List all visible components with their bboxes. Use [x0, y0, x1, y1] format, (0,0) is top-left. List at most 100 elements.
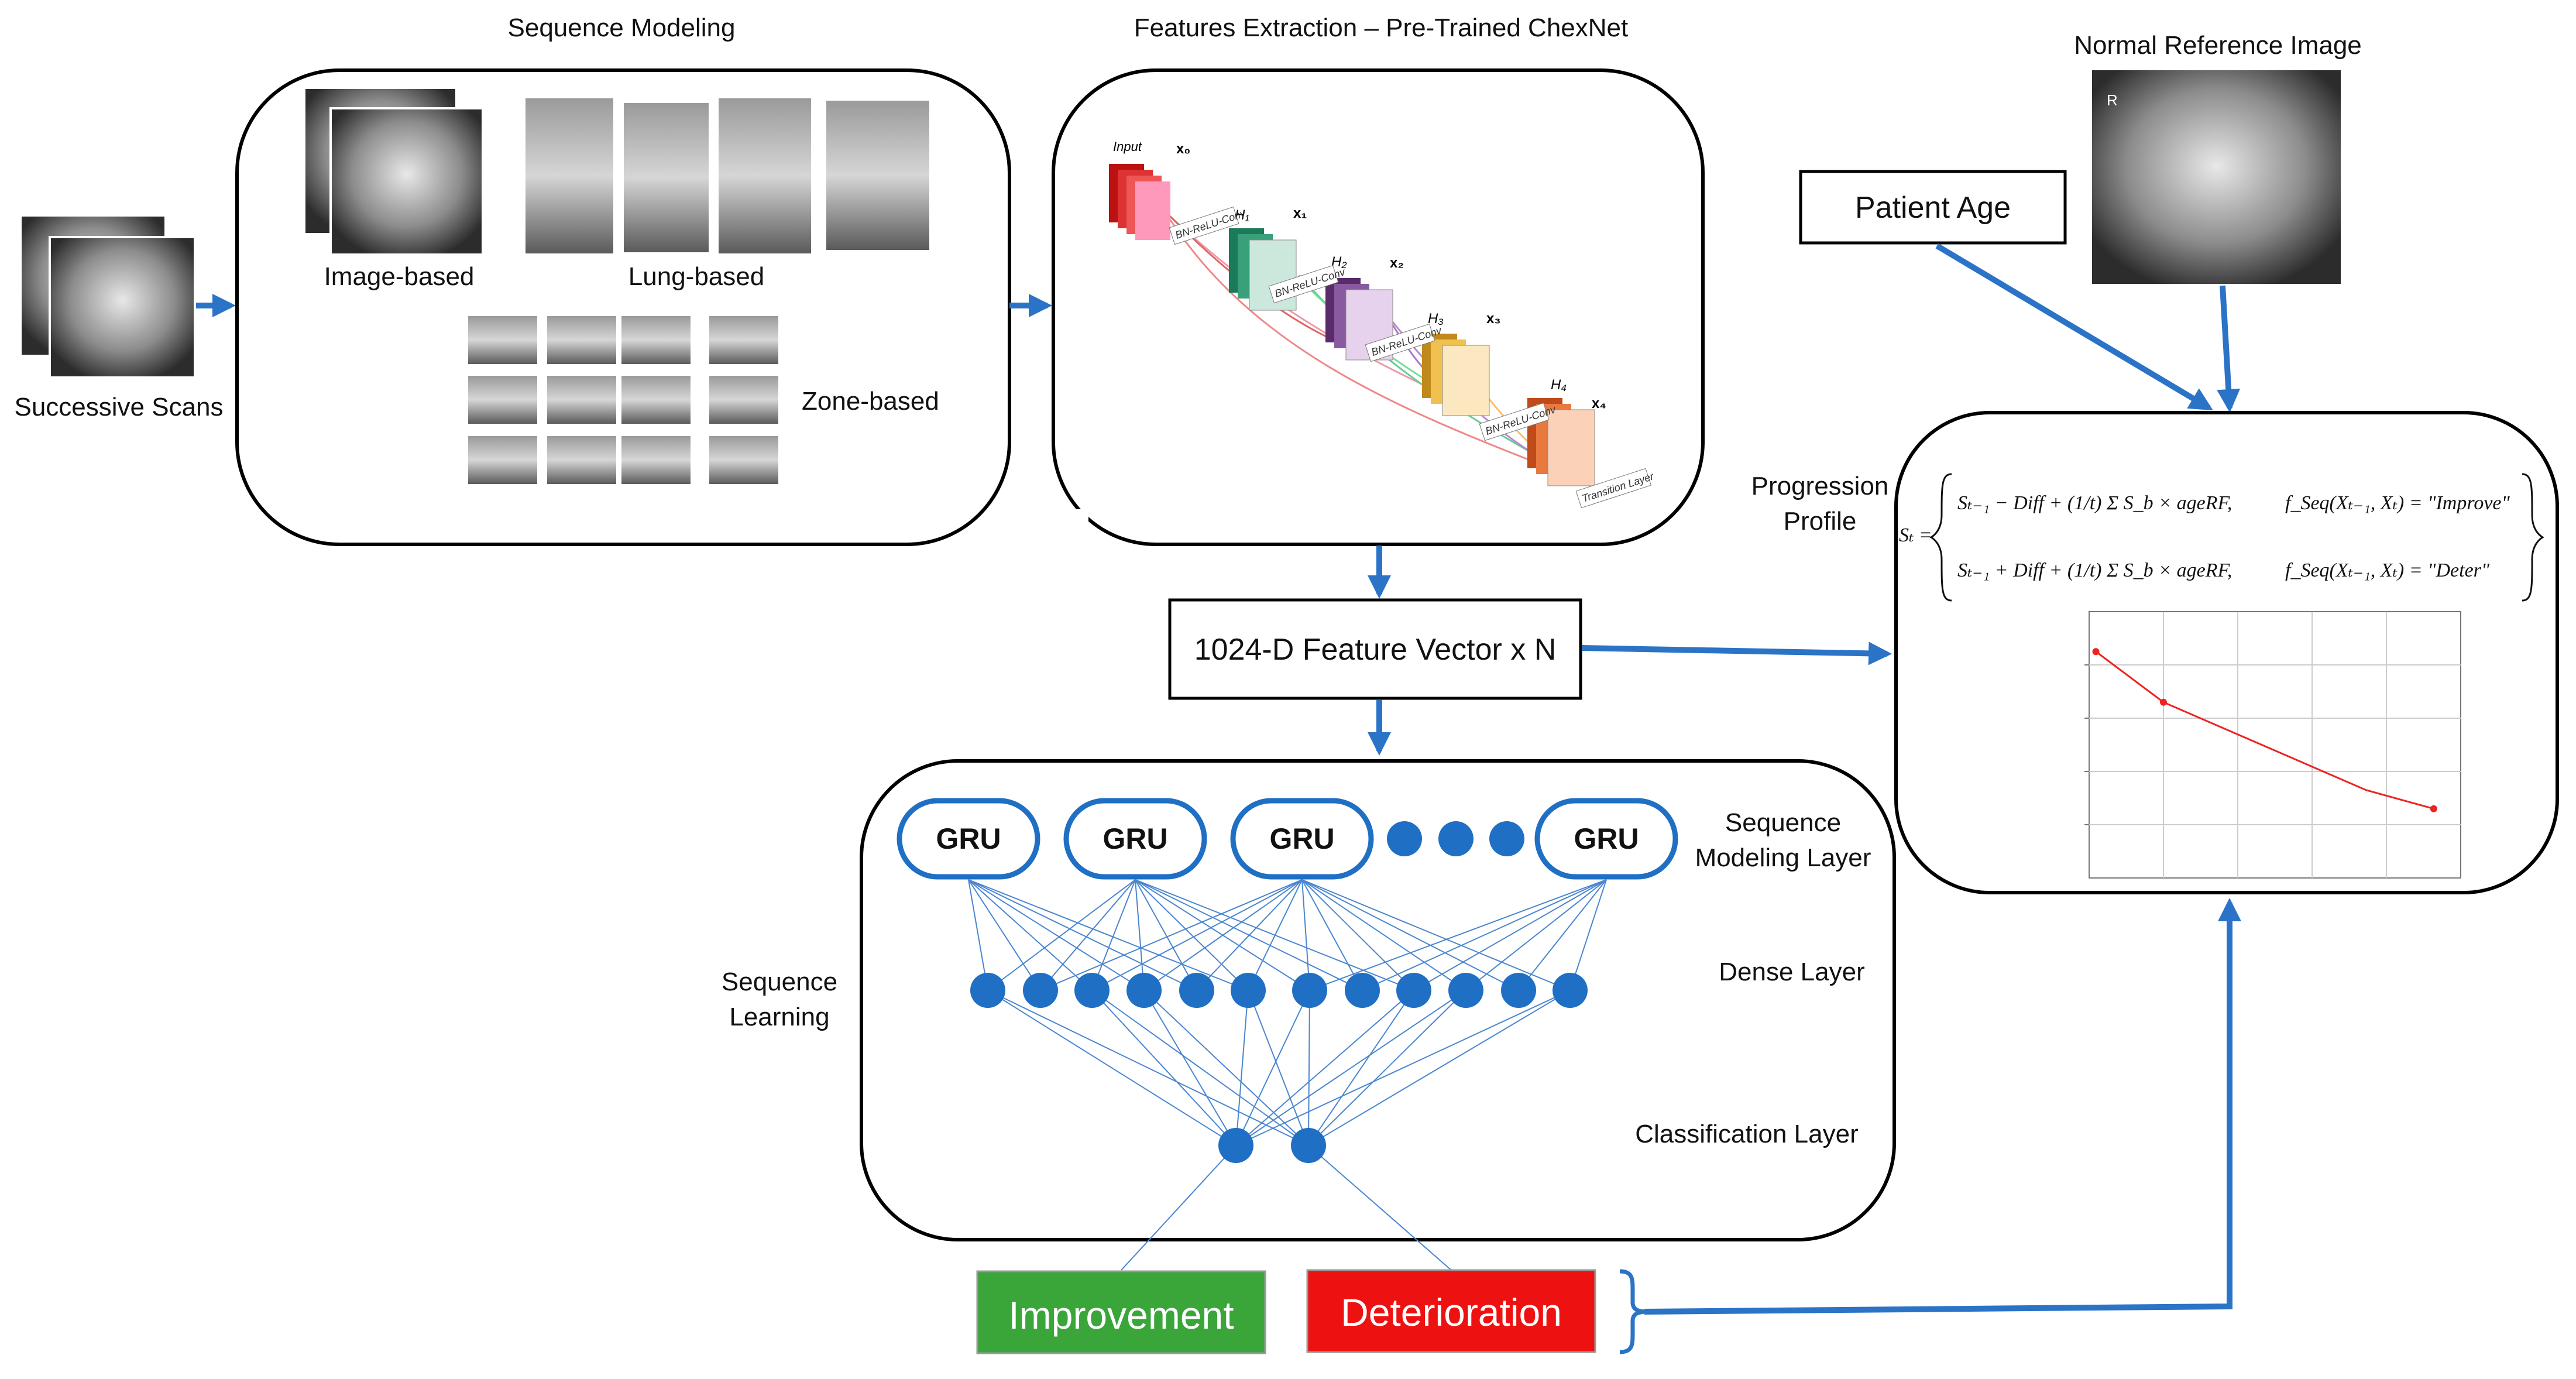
gru-dense-link — [1301, 879, 1310, 991]
patient-age-box — [1799, 170, 2067, 245]
sequence-learning-label-1: Sequence — [722, 968, 837, 996]
zone-tile — [468, 316, 537, 364]
seq-modeling-layer-label-2: Modeling Layer — [1695, 843, 1871, 872]
gru-unit — [1534, 798, 1678, 880]
dense-node — [1126, 973, 1162, 1008]
gru-label: GRU — [1102, 822, 1167, 855]
class-output-link — [1121, 1145, 1237, 1271]
formula-case1-cond: f_Seq(Xₜ₋₁, Xₜ) = "Improve" — [2285, 492, 2510, 514]
normal-reference-title: Normal Reference Image — [2074, 31, 2362, 60]
gru-dense-link — [1301, 879, 1519, 991]
gru-dense-link — [968, 879, 1041, 991]
dense-class-link — [1143, 990, 1309, 1146]
progression-profile-box — [1894, 411, 2559, 894]
dense-node — [1501, 973, 1536, 1008]
lung-based-xrays — [525, 98, 929, 253]
dense-class-link — [1308, 990, 1310, 1146]
x0-label: x₀ — [1176, 141, 1190, 157]
deterioration-box — [1306, 1269, 1596, 1353]
classification-layer-label: Classification Layer — [1635, 1120, 1859, 1148]
features-extraction-title: Features Extraction – Pre-Trained ChexNe… — [1134, 13, 1629, 42]
gru-dense-link — [968, 879, 1249, 991]
dense-node — [970, 973, 1005, 1008]
gru-dense-link — [968, 879, 988, 991]
improvement-box — [976, 1270, 1266, 1354]
dense-class-link — [1235, 990, 1310, 1146]
dense-class-link — [987, 990, 1237, 1146]
progression-formula: Sₜ = Sₜ₋₁ − Diff + (1/t) Σ S_b × ageRF, … — [1899, 473, 2544, 602]
gru-dense-link — [1301, 879, 1414, 991]
gru-dense-link — [1301, 879, 1363, 991]
dense-class-link — [1235, 990, 1249, 1146]
zone-tile — [709, 436, 778, 484]
zone-tile — [621, 316, 691, 364]
zone-tile — [709, 316, 778, 364]
gru-unit — [897, 798, 1040, 880]
chart-point — [2430, 805, 2437, 812]
x1-label: x₁ — [1293, 205, 1307, 221]
gru-dense-link — [1569, 879, 1607, 991]
gru-dense-link — [1196, 879, 1303, 991]
deterioration-label: Deterioration — [1341, 1291, 1562, 1334]
dense-class-link — [1308, 990, 1466, 1146]
zone-tile — [621, 376, 691, 424]
gru-dense-link — [1248, 879, 1303, 991]
lung-based-label: Lung-based — [628, 262, 764, 291]
ellipsis-dot — [1387, 821, 1422, 856]
features-extraction-box — [1052, 68, 1705, 546]
sequence-learning-label-2: Learning — [729, 1003, 829, 1031]
gru-dense-link — [1301, 879, 1571, 991]
dense-node — [1292, 973, 1327, 1008]
zone-tile — [709, 376, 778, 424]
gru-dense-link — [968, 879, 1093, 991]
gru-unit — [1230, 798, 1374, 880]
dense-node — [1231, 973, 1266, 1008]
gru-dense-link — [1040, 879, 1303, 991]
arrow-age-to-profile — [1935, 243, 2213, 411]
x4-label: x₄ — [1592, 396, 1606, 411]
gru-unit — [1063, 798, 1207, 880]
zone-based-xrays — [468, 316, 778, 484]
class-output-link — [1308, 1145, 1452, 1271]
gru-dense-link — [968, 879, 1145, 991]
gru-dense-link — [1143, 879, 1303, 991]
gru-dense-link — [1135, 879, 1145, 991]
svg-text:R: R — [2107, 91, 2118, 109]
patient-age-label: Patient Age — [1855, 191, 2011, 225]
gru-dense-link — [1091, 879, 1136, 991]
formula-case1-expr: Sₜ₋₁ − Diff + (1/t) Σ S_b × ageRF, — [1957, 492, 2232, 514]
dense-node — [1179, 973, 1214, 1008]
dense-class-link — [1235, 990, 1571, 1146]
zone-based-label: Zone-based — [802, 387, 939, 416]
zone-tile — [468, 376, 537, 424]
gru-dense-link — [1135, 879, 1249, 991]
formula-lhs: Sₜ = — [1899, 524, 1932, 546]
dense-node — [1074, 973, 1110, 1008]
feature-vector-box — [1168, 598, 1582, 700]
input-label: Input — [1113, 139, 1142, 154]
dense-class-link — [1308, 990, 1414, 1146]
gru-dense-link — [1091, 879, 1303, 991]
dense-class-link — [987, 990, 1309, 1146]
h4-label: H₄ — [1551, 377, 1567, 393]
h2-label: H₂ — [1331, 254, 1347, 270]
dense-layer-label: Dense Layer — [1719, 958, 1864, 986]
arrow-output-to-profile — [1644, 898, 2241, 1315]
classification-node — [1291, 1128, 1326, 1163]
h3-label: H₃ — [1428, 311, 1444, 327]
normal-reference-xray — [2092, 70, 2341, 284]
progression-chart — [2084, 611, 2461, 879]
gru-dense-link — [1301, 879, 1466, 991]
densenet-block-diagram: Input x₀ H₁ x₁ H₂ x₂ H₃ x₃ H₄ x₄ BN-ReLU… — [1109, 139, 1655, 509]
dense-class-link — [1091, 990, 1309, 1146]
successive-scans-label: Successive Scans — [14, 393, 223, 421]
image-based-xray — [303, 87, 484, 256]
dense-class-link — [1091, 990, 1237, 1146]
gru-label: GRU — [1574, 822, 1639, 855]
seq-modeling-layer-label-1: Sequence — [1725, 808, 1841, 837]
x2-label: x₂ — [1390, 255, 1404, 271]
zone-tile — [547, 316, 616, 364]
zone-tile — [468, 436, 537, 484]
